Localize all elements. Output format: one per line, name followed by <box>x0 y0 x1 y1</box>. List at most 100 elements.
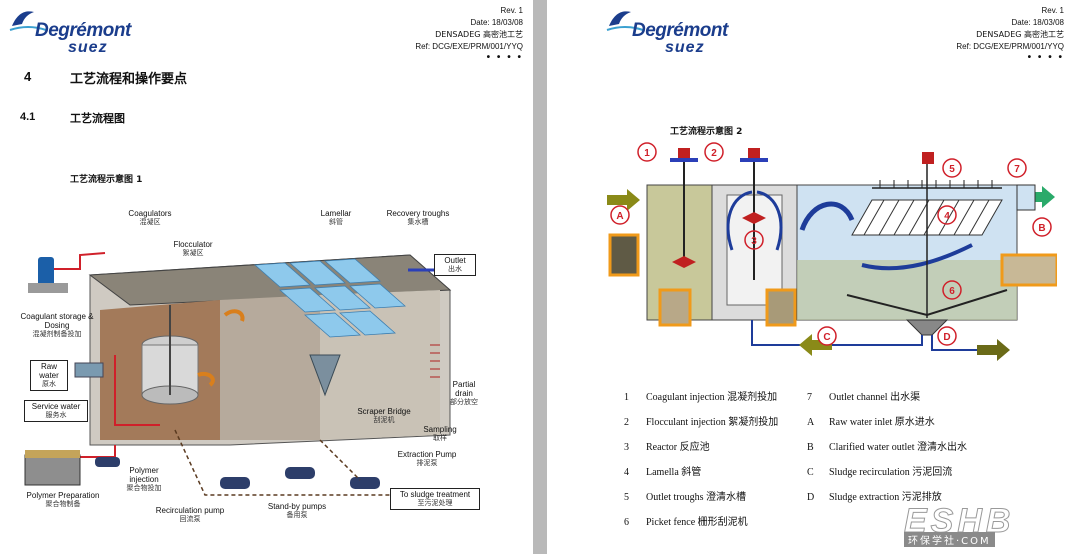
label-sludge-cn: 至污泥处理 <box>394 499 476 508</box>
label-flocculator-en: Flocculator <box>165 240 221 249</box>
rev-label: Rev. 1 <box>415 5 523 17</box>
legend-key: 5 <box>624 492 646 503</box>
legend-item-A: ARaw water inlet 原水进水 <box>807 413 935 428</box>
degremont-suez-logo: Degrémont suez <box>8 6 143 58</box>
label-partial-drain-cn: 部分放空 <box>444 398 484 407</box>
label-outlet-cn: 出水 <box>438 265 472 274</box>
extraction-arrow <box>977 339 1010 361</box>
section-number: 4 <box>24 69 31 84</box>
flocculator-chamber <box>220 295 320 440</box>
label-raw-water: Raw water 原水 <box>30 360 68 391</box>
clarified-sample-photo <box>1002 255 1057 285</box>
label-scraper-en: Scraper Bridge <box>354 407 414 416</box>
marker-7: 7 <box>1014 164 1020 175</box>
label-partial-drain-en: Partial drain <box>444 380 484 398</box>
legend-text: Clarified water outlet 澄清水出水 <box>829 442 967 453</box>
label-partial-drain: Partial drain 部分放空 <box>444 380 484 407</box>
marker-1: 1 <box>644 148 650 159</box>
label-lamellar-cn: 斜管 <box>308 218 364 227</box>
label-extraction-en: Extraction Pump <box>394 450 460 459</box>
legend-text: Raw water inlet 原水进水 <box>829 417 935 428</box>
legend-key: 3 <box>624 442 646 453</box>
label-service-water-cn: 服务水 <box>28 411 84 420</box>
page-gutter <box>533 0 547 554</box>
marker-3: 3 <box>751 236 757 247</box>
legend-text: Coagulant injection 混凝剂投加 <box>646 392 777 403</box>
label-recirc-cn: 回流泵 <box>150 515 230 524</box>
label-recovery-en: Recovery troughs <box>378 209 458 218</box>
document-meta: Rev. 1 Date: 18/03/08 DENSADEG 高密池工艺 Ref… <box>415 5 523 63</box>
label-standby-cn: 备用泵 <box>266 511 328 520</box>
legend-text: Outlet troughs 澄清水槽 <box>646 492 746 503</box>
legend-item-6: 6Picket fence 栅形刮泥机 <box>624 513 748 528</box>
project-label: DENSADEG 高密池工艺 <box>956 29 1064 41</box>
legend-text: Lamella 斜管 <box>646 467 701 478</box>
mixer-motor-icon <box>748 148 760 158</box>
figure-2-title: 工艺流程示意图 2 <box>670 124 742 137</box>
legend-item-1: 1Coagulant injection 混凝剂投加 <box>624 388 777 403</box>
mixer-motor-icon <box>678 148 690 158</box>
label-sampling: Sampling 取样 <box>420 425 460 443</box>
legend-text: Flocculant injection 絮凝剂投加 <box>646 417 778 428</box>
section-title: 工艺流程和操作要点 <box>70 68 187 87</box>
label-coagulators: Coagulators 混凝区 <box>118 209 182 227</box>
label-lamellar: Lamellar 斜管 <box>308 209 364 227</box>
legend-item-7: 7Outlet channel 出水渠 <box>807 388 920 403</box>
legend-text: Reactor 反应池 <box>646 442 710 453</box>
legend-key: D <box>807 492 829 503</box>
legend-key: A <box>807 417 829 428</box>
densadeg-3d-illustration <box>20 195 520 525</box>
watermark-site-text: 环保学社·COM <box>904 532 995 547</box>
scraper-motor-icon <box>922 152 934 164</box>
label-flocculator: Flocculator 絮凝区 <box>165 240 221 258</box>
label-coagulant-storage: Coagulant storage & Dosing 混凝剂制备投加 <box>16 312 98 339</box>
marker-C: C <box>823 332 830 343</box>
marker-6: 6 <box>949 286 955 297</box>
label-service-water-en: Service water <box>28 402 84 411</box>
label-polymer-prep-en: Polymer Preparation <box>22 491 104 500</box>
label-lamellar-en: Lamellar <box>308 209 364 218</box>
floc-sample-photo <box>660 290 690 325</box>
degremont-suez-logo-right: Degrémont suez <box>605 6 740 58</box>
label-standby-en: Stand-by pumps <box>266 502 328 511</box>
document-page-left: Degrémont suez Rev. 1 Date: 18/03/08 DEN… <box>0 0 533 554</box>
subsection-number: 4.1 <box>20 111 35 123</box>
date-label: Date: 18/03/08 <box>415 17 523 29</box>
rev-label: Rev. 1 <box>956 5 1064 17</box>
label-sludge-treatment: To sludge treatment 至污泥处理 <box>390 488 480 510</box>
label-recovery-troughs: Recovery troughs 集水槽 <box>378 209 458 227</box>
project-label: DENSADEG 高密池工艺 <box>415 29 523 41</box>
legend-key: 6 <box>624 517 646 528</box>
page-dots: • • • • <box>415 53 523 63</box>
label-raw-water-en: Raw water <box>34 362 64 380</box>
label-service-water: Service water 服务水 <box>24 400 88 422</box>
document-page-right: Degrémont suez Rev. 1 Date: 18/03/08 DEN… <box>547 0 1080 554</box>
site-watermark: ESHB 环保学社·COM <box>904 502 1074 550</box>
label-coag-storage-en: Coagulant storage & Dosing <box>16 312 98 330</box>
subsection-title: 工艺流程图 <box>70 110 125 126</box>
label-polymer-injection: Polymer injection 聚合物投加 <box>118 466 170 493</box>
label-polymer-prep-cn: 聚合物制备 <box>22 500 104 509</box>
label-outlet: Outlet 出水 <box>434 254 476 276</box>
raw-sample-photo <box>610 235 638 275</box>
label-standby-pumps: Stand-by pumps 备用泵 <box>266 502 328 520</box>
legend-key: 2 <box>624 417 646 428</box>
label-extraction-pump: Extraction Pump 排泥泵 <box>394 450 460 468</box>
outlet-channel <box>1017 185 1035 210</box>
marker-5: 5 <box>949 164 955 175</box>
logo-sub-text: suez <box>68 39 108 57</box>
label-coagulators-en: Coagulators <box>118 209 182 218</box>
label-coagulators-cn: 混凝区 <box>118 218 182 227</box>
label-recirculation-pump: Recirculation pump 回流泵 <box>150 506 230 524</box>
label-recirc-en: Recirculation pump <box>150 506 230 515</box>
densadeg-process-schematic: 1 2 3 4 5 6 7 A B C D <box>602 140 1057 365</box>
marker-A: A <box>616 211 623 222</box>
legend-text: Picket fence 栅形刮泥机 <box>646 517 748 528</box>
coagulant-tank <box>38 257 54 287</box>
marker-4: 4 <box>944 211 950 222</box>
sludge-sample-photo <box>767 290 795 325</box>
